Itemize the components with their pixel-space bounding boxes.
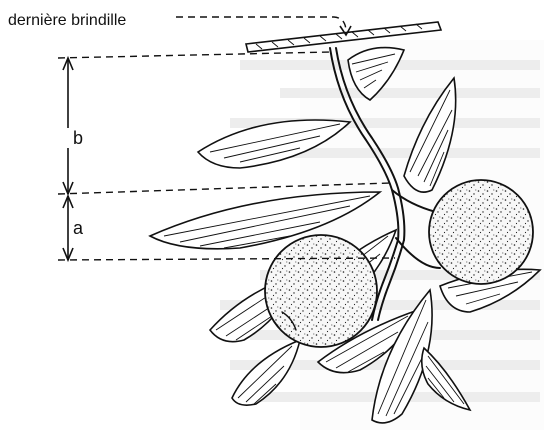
segment-a-label: a [73,218,84,238]
twig-label: dernière brindille [8,12,126,29]
fruit-left [265,235,377,347]
dimension-b [63,58,74,194]
twig-leader-line [176,17,346,32]
segment-b-label: b [73,128,83,148]
dimension-a [63,196,73,260]
fruit-right [429,180,533,284]
